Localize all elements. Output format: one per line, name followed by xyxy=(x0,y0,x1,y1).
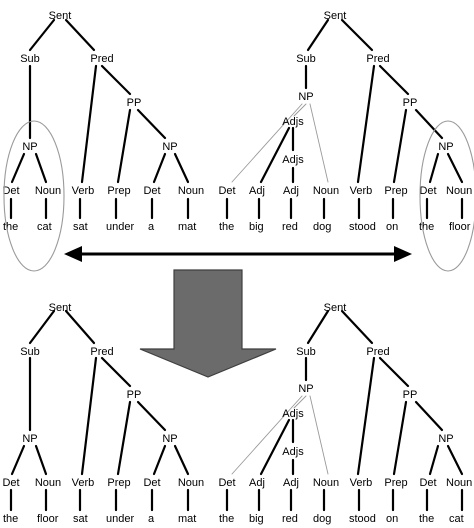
tree-edges xyxy=(9,309,190,512)
node-det: Det xyxy=(218,477,235,489)
word-prep: on xyxy=(386,221,398,233)
node-np2: NP xyxy=(162,141,177,153)
node-pred: Pred xyxy=(366,346,389,358)
node-np: NP xyxy=(22,433,37,445)
bottom-left-tree: Sent Sub Pred NP Verb PP Prep NP Det Nou… xyxy=(2,302,204,525)
word-noun2: mat xyxy=(178,513,196,525)
node-np2: NP xyxy=(438,141,453,153)
word-verb: stood xyxy=(349,513,376,525)
word-noun: cat xyxy=(37,221,52,233)
word-noun2: floor xyxy=(449,221,471,233)
word-adj2: red xyxy=(282,513,298,525)
word-prep: under xyxy=(106,221,134,233)
node-np: NP xyxy=(298,383,313,395)
node-noun2: Noun xyxy=(178,185,204,197)
node-det: Det xyxy=(2,185,19,197)
node-prep: Prep xyxy=(107,185,130,197)
transform-arrow xyxy=(139,269,277,378)
tree-edges xyxy=(225,309,464,512)
node-verb: Verb xyxy=(350,477,373,489)
bottom-right-tree: Sent Sub Pred NP Adjs Adjs PP NP Det Adj… xyxy=(218,302,472,525)
node-noun2: Noun xyxy=(178,477,204,489)
node-det2: Det xyxy=(143,185,160,197)
word-noun2: mat xyxy=(178,221,196,233)
word-verb: sat xyxy=(73,513,88,525)
word-det: the xyxy=(3,513,18,525)
word-verb: stood xyxy=(349,221,376,233)
node-sub: Sub xyxy=(20,346,40,358)
word-det2: a xyxy=(148,513,155,525)
highlight-oval-left xyxy=(3,120,65,272)
swap-arrow xyxy=(64,246,412,262)
node-noun: Noun xyxy=(35,477,61,489)
word-noun: floor xyxy=(37,513,59,525)
word-det: the xyxy=(219,221,234,233)
node-sent: Sent xyxy=(324,302,347,314)
word-prep: on xyxy=(386,513,398,525)
node-adjs2: Adjs xyxy=(282,446,304,458)
word-prep: under xyxy=(106,513,134,525)
node-np2: NP xyxy=(162,433,177,445)
word-det: the xyxy=(219,513,234,525)
node-sub: Sub xyxy=(296,53,316,65)
node-sent: Sent xyxy=(324,10,347,22)
node-prep: Prep xyxy=(384,185,407,197)
node-noun: Noun xyxy=(35,185,61,197)
node-det2: Det xyxy=(419,185,436,197)
word-det2: the xyxy=(419,513,434,525)
top-left-tree: Sent Sub Pred NP Verb PP Prep NP Det Nou… xyxy=(2,10,204,233)
node-sub: Sub xyxy=(20,53,40,65)
node-np: NP xyxy=(22,141,37,153)
word-adj2: red xyxy=(282,221,298,233)
node-np2: NP xyxy=(438,433,453,445)
node-noun: Noun xyxy=(313,185,339,197)
node-verb: Verb xyxy=(72,185,95,197)
node-pred: Pred xyxy=(366,53,389,65)
node-noun2: Noun xyxy=(446,477,472,489)
node-adj1: Adj xyxy=(249,185,265,197)
node-prep: Prep xyxy=(107,477,130,489)
node-pp: PP xyxy=(403,389,418,401)
node-pred: Pred xyxy=(90,346,113,358)
word-noun: dog xyxy=(313,221,331,233)
node-adj2: Adj xyxy=(283,185,299,197)
node-verb: Verb xyxy=(72,477,95,489)
word-adj1: big xyxy=(249,221,264,233)
node-pp: PP xyxy=(127,389,142,401)
node-adj2: Adj xyxy=(283,477,299,489)
highlight-oval-right xyxy=(419,120,474,272)
node-pp: PP xyxy=(403,97,418,109)
word-det2: a xyxy=(148,221,155,233)
word-noun2: cat xyxy=(449,513,464,525)
node-det2: Det xyxy=(143,477,160,489)
node-sent: Sent xyxy=(49,10,72,22)
node-verb: Verb xyxy=(350,185,373,197)
word-verb: sat xyxy=(73,221,88,233)
node-noun: Noun xyxy=(313,477,339,489)
word-adj1: big xyxy=(249,513,264,525)
tree-edges xyxy=(225,18,464,220)
node-adjs1: Adjs xyxy=(282,116,304,128)
node-pp: PP xyxy=(127,97,142,109)
node-sub: Sub xyxy=(296,346,316,358)
node-noun2: Noun xyxy=(446,185,472,197)
top-right-tree: Sent Sub Pred NP Adjs Adjs PP NP Det Adj… xyxy=(218,10,472,233)
node-prep: Prep xyxy=(384,477,407,489)
node-np: NP xyxy=(298,91,313,103)
node-pred: Pred xyxy=(90,53,113,65)
node-sent: Sent xyxy=(49,302,72,314)
word-noun: dog xyxy=(313,513,331,525)
node-adj1: Adj xyxy=(249,477,265,489)
tree-edges xyxy=(9,18,190,220)
word-det: the xyxy=(3,221,18,233)
node-adjs1: Adjs xyxy=(282,408,304,420)
node-det2: Det xyxy=(419,477,436,489)
node-adjs2: Adjs xyxy=(282,154,304,166)
node-det: Det xyxy=(218,185,235,197)
node-det: Det xyxy=(2,477,19,489)
